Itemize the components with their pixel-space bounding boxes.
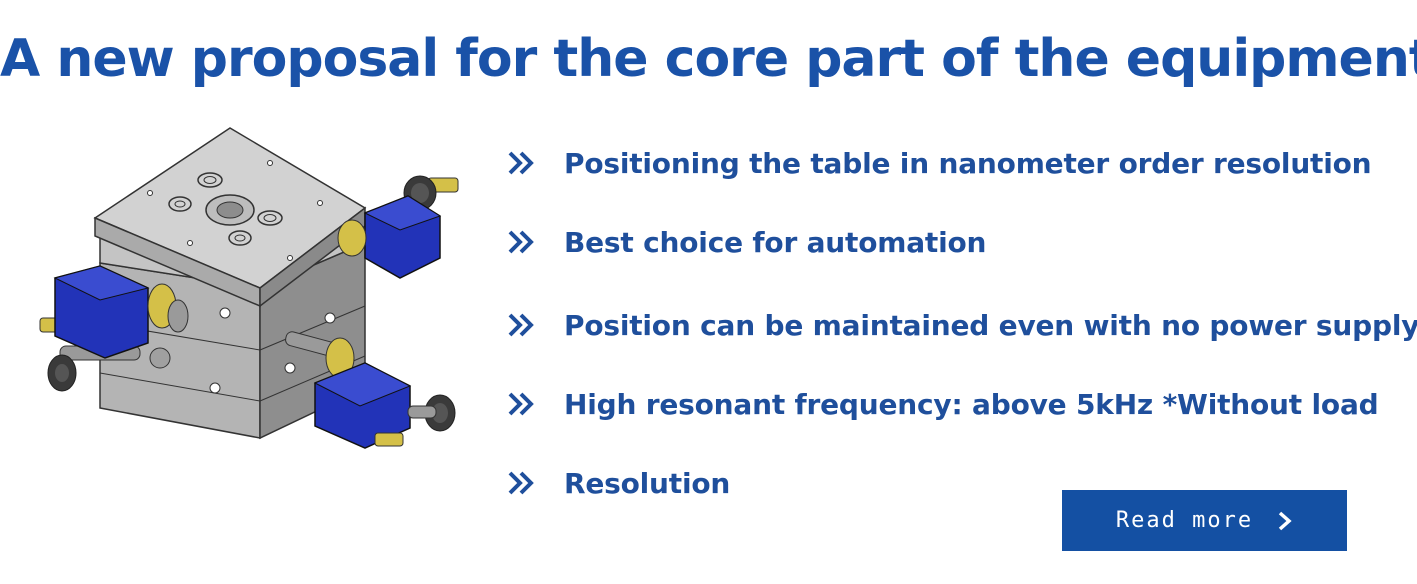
feature-text: Positioning the table in nanometer order… <box>564 146 1372 180</box>
motor-front-left <box>39 265 189 392</box>
feature-text: Resolution <box>564 466 731 500</box>
feature-text: Position can be maintained even with no … <box>564 308 1417 342</box>
double-chevron-icon <box>508 230 534 254</box>
double-chevron-icon <box>508 392 534 416</box>
double-chevron-icon <box>508 151 534 175</box>
feature-item: Position can be maintained even with no … <box>506 300 1417 350</box>
feature-text: Best choice for automation <box>564 225 987 259</box>
feature-item: Resolution <box>506 458 730 508</box>
page-title: A new proposal for the core part of the … <box>0 29 1417 89</box>
double-chevron-icon <box>508 313 534 337</box>
motor-back-right <box>337 175 459 279</box>
read-more-button[interactable]: Read more <box>1062 490 1347 551</box>
feature-item: Positioning the table in nanometer order… <box>506 138 1372 188</box>
stage-illustration <box>39 127 459 449</box>
feature-text: High resonant frequency: above 5kHz *Wit… <box>564 387 1379 421</box>
chevron-right-icon <box>1278 511 1292 530</box>
double-chevron-icon <box>508 471 534 495</box>
feature-item: High resonant frequency: above 5kHz *Wit… <box>506 379 1379 429</box>
stage-table <box>93 127 367 308</box>
read-more-label: Read more <box>1115 508 1254 533</box>
feature-item: Best choice for automation <box>506 217 986 267</box>
motor-front-right <box>285 331 456 449</box>
